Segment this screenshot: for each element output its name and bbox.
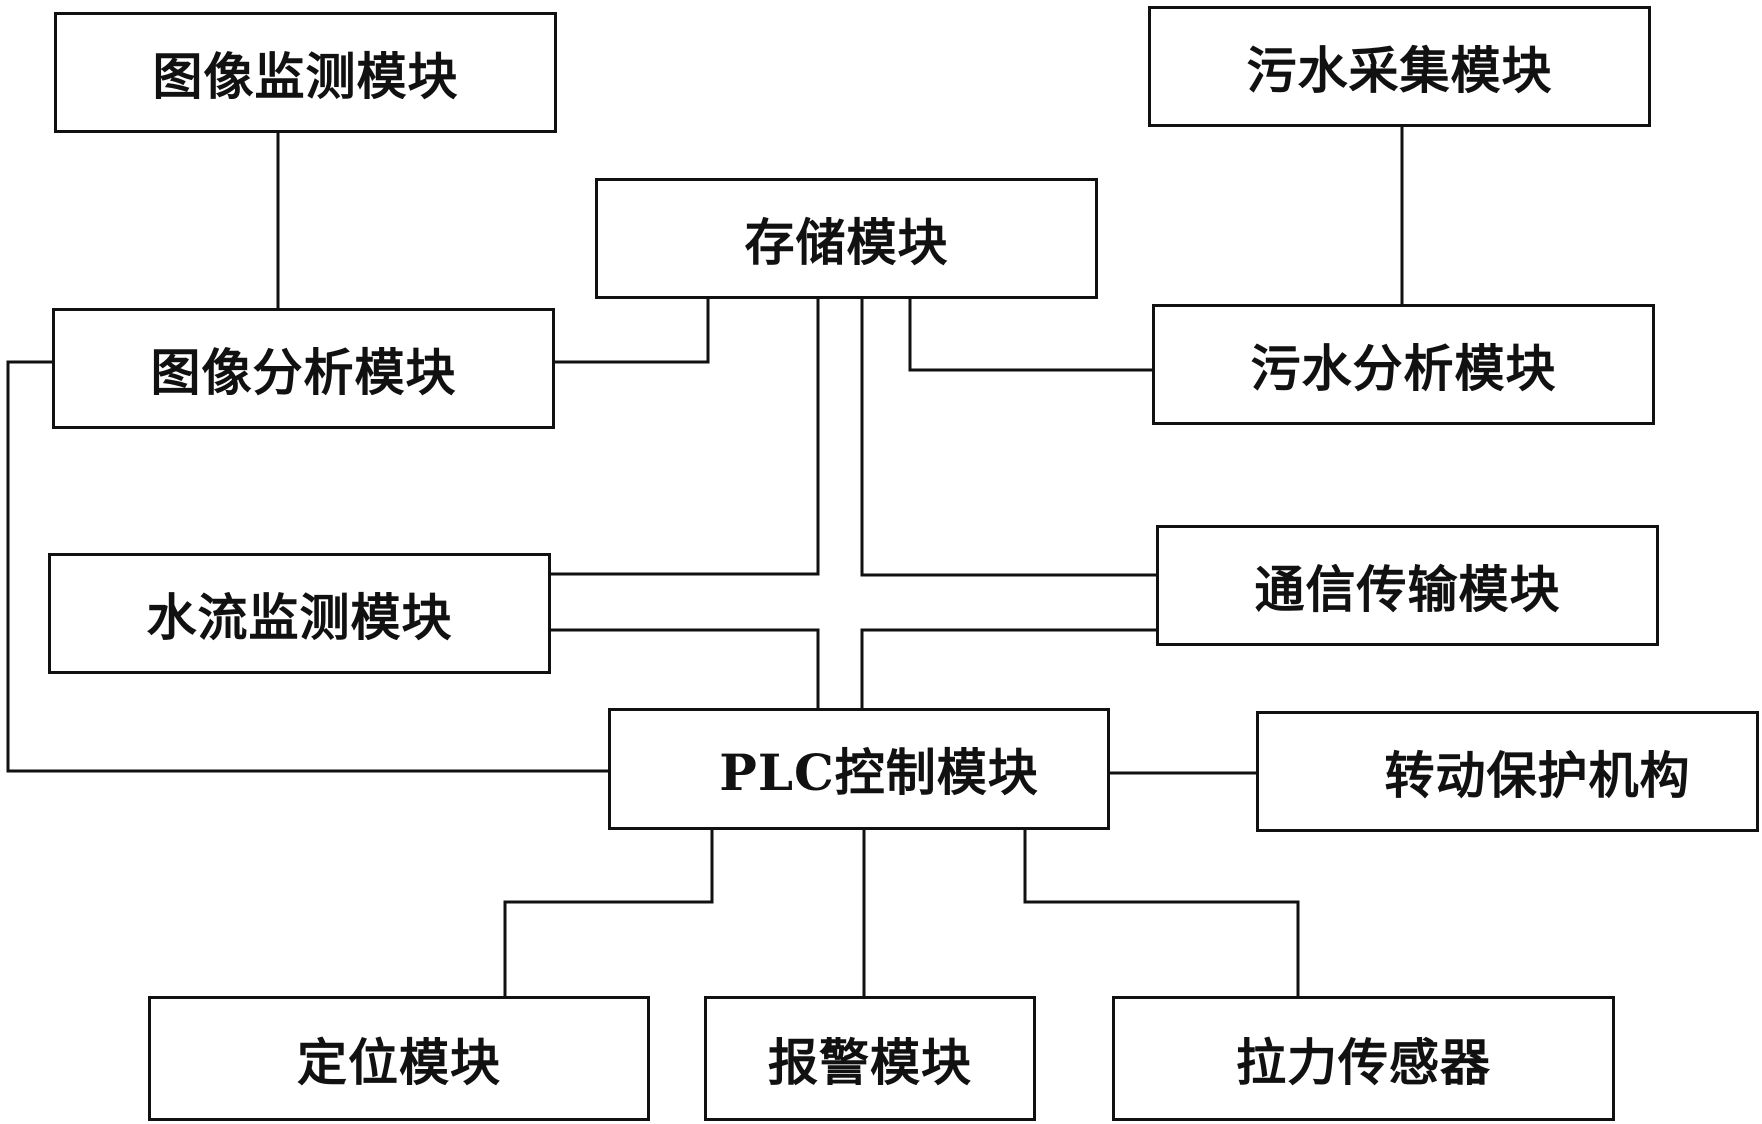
- image-analysis-label: 图像分析模块: [150, 342, 457, 402]
- edge-communication-to-plc: [860, 628, 1156, 708]
- alarm-module: 报警模块: [704, 996, 1036, 1121]
- edge-plc-to-tension-sensor: [1023, 830, 1300, 996]
- sewage-analysis-label: 污水分析模块: [1250, 338, 1557, 398]
- plc-control-label: PLC控制模块: [719, 743, 1039, 802]
- image-analysis-module: 图像分析模块: [52, 308, 555, 429]
- positioning-module: 定位模块: [148, 996, 650, 1121]
- rotation-protection-mechanism: 转动保护机构: [1256, 711, 1759, 832]
- communication-label: 通信传输模块: [1254, 559, 1561, 619]
- communication-module: 通信传输模块: [1156, 525, 1659, 646]
- storage-label: 存储模块: [744, 212, 949, 272]
- positioning-label: 定位模块: [297, 1032, 501, 1092]
- image-monitor-label: 图像监测模块: [152, 46, 459, 106]
- tension-sensor-label: 拉力传感器: [1236, 1032, 1491, 1092]
- sewage-collection-label: 污水采集模块: [1246, 40, 1553, 100]
- water-flow-monitor-label: 水流监测模块: [146, 587, 453, 647]
- sewage-collection-module: 污水采集模块: [1148, 6, 1651, 127]
- edge-plc-to-positioning: [503, 830, 714, 996]
- edge-storage-to-communication: [860, 299, 1156, 577]
- storage-module: 存储模块: [595, 178, 1098, 299]
- rotation-protection-label: 转动保护机构: [1384, 745, 1691, 805]
- edge-image-analysis-to-storage: [555, 299, 710, 364]
- tension-sensor: 拉力传感器: [1112, 996, 1615, 1121]
- image-monitor-module: 图像监测模块: [54, 12, 557, 133]
- alarm-label: 报警模块: [768, 1032, 972, 1092]
- sewage-analysis-module: 污水分析模块: [1152, 304, 1655, 425]
- plc-control-module: PLC控制模块: [608, 708, 1110, 830]
- edge-storage-to-water-flow: [551, 299, 820, 576]
- edge-sewage-analysis-to-storage: [908, 299, 1152, 372]
- edge-water-flow-to-plc: [551, 628, 820, 708]
- edge-image-analysis-to-plc: [6, 360, 608, 773]
- water-flow-monitor-module: 水流监测模块: [48, 553, 551, 674]
